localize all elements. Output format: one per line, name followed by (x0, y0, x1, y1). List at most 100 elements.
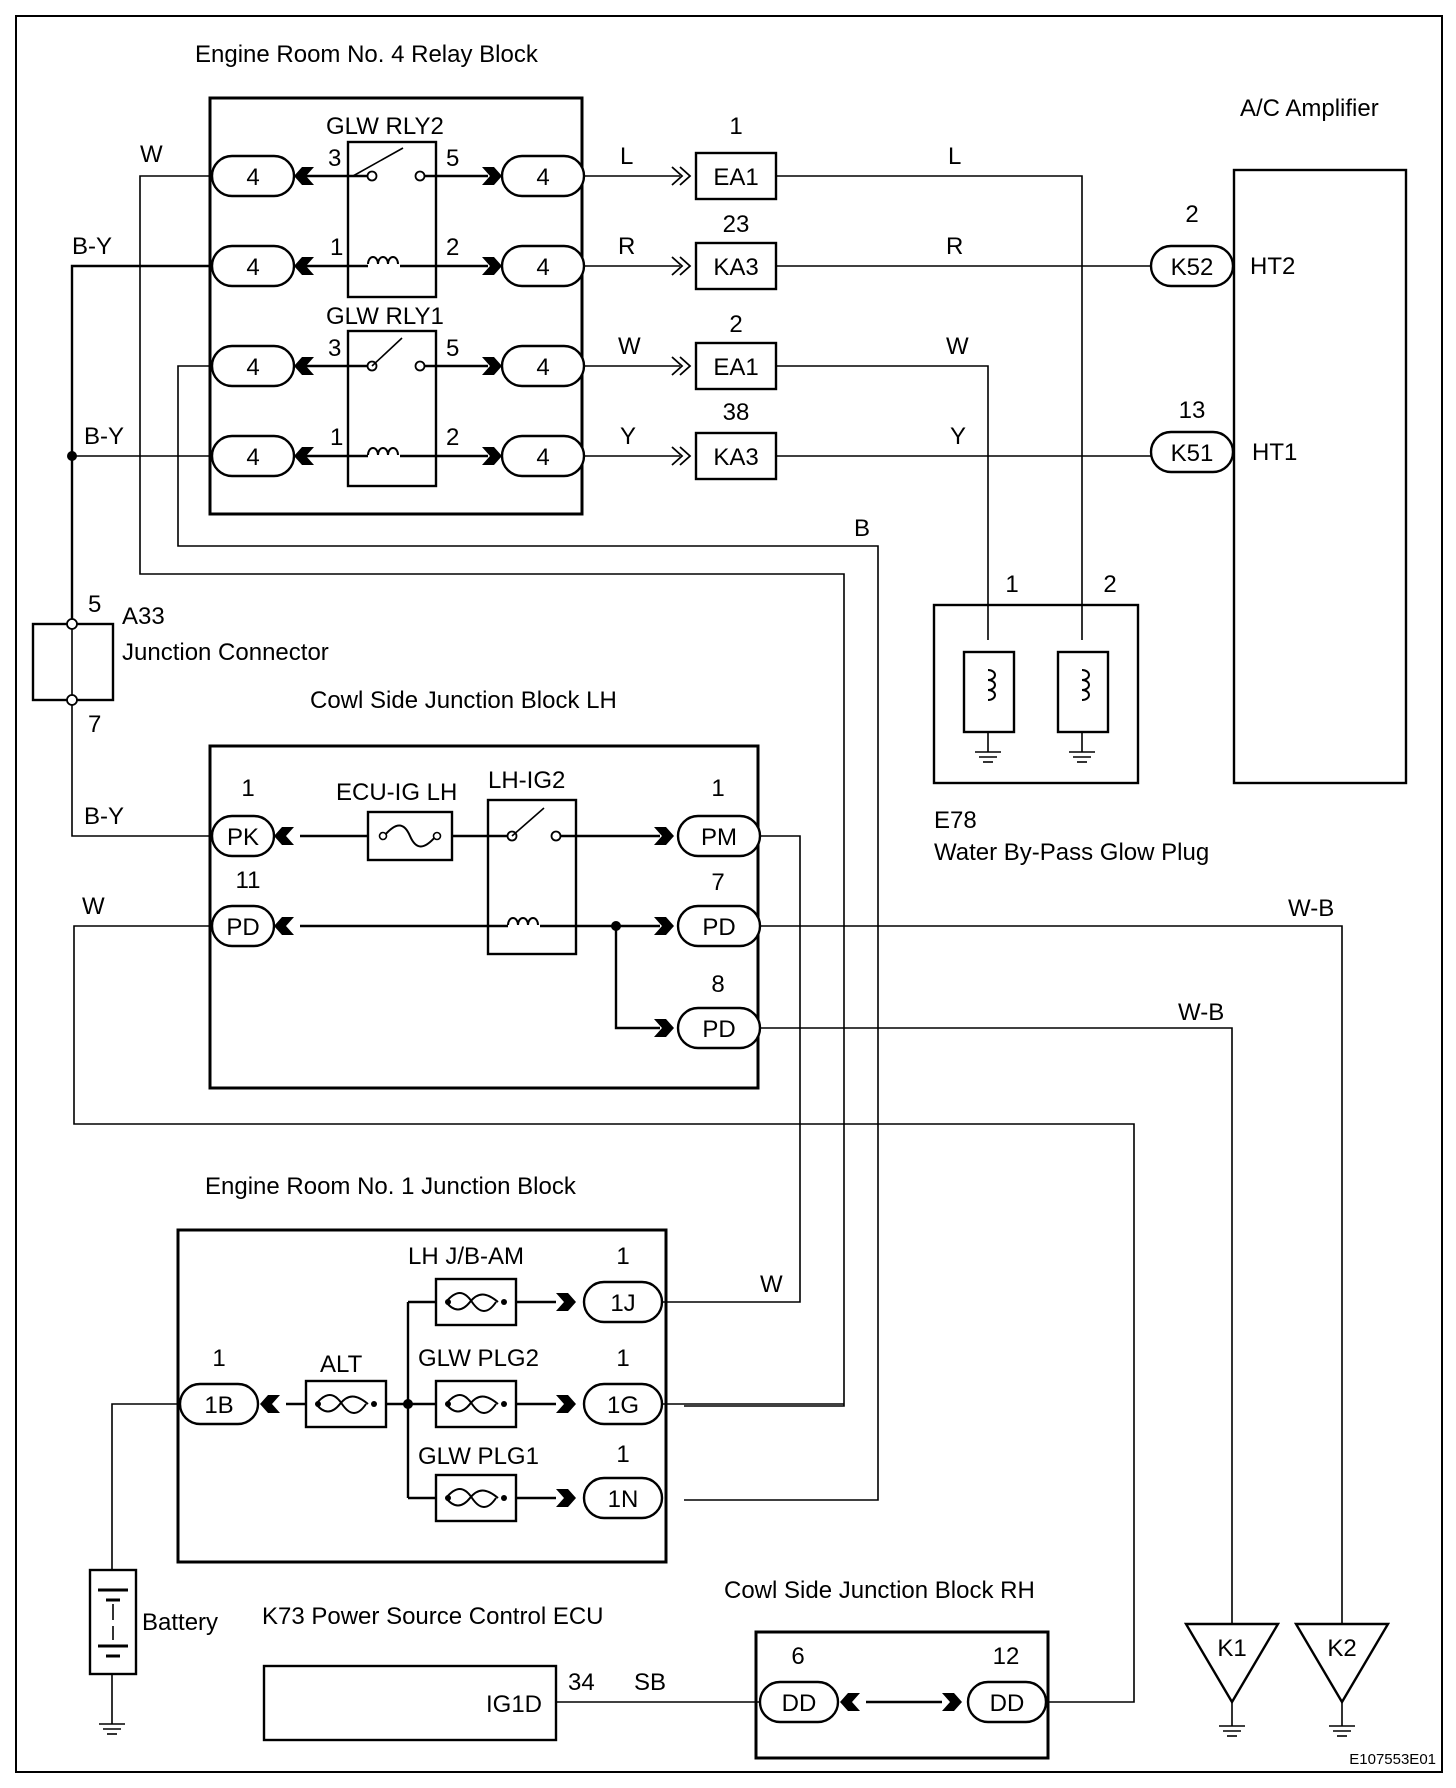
svg-text:4: 4 (536, 254, 549, 281)
glw-plg1-fuse (434, 1473, 518, 1523)
svg-text:PM: PM (701, 824, 737, 851)
svg-text:1: 1 (616, 1243, 629, 1270)
svg-text:KA3: KA3 (713, 254, 758, 281)
svg-text:2: 2 (446, 424, 459, 451)
lh-jb-am-fuse (434, 1277, 518, 1327)
svg-text:1: 1 (212, 1345, 225, 1372)
ecu-title: K73 Power Source Control ECU (262, 1603, 603, 1630)
svg-text:23: 23 (723, 211, 750, 238)
glow-plug-id: E78 (934, 807, 977, 834)
svg-text:4: 4 (246, 354, 259, 381)
er1-jb-title: Engine Room No. 1 Junction Block (205, 1173, 577, 1200)
svg-text:K52: K52 (1171, 254, 1214, 281)
svg-text:B-Y: B-Y (72, 233, 112, 260)
k2-ground-point (1293, 1622, 1391, 1705)
svg-text:4: 4 (246, 254, 259, 281)
svg-text:4: 4 (246, 444, 259, 471)
svg-text:4: 4 (246, 164, 259, 191)
cowl-lh-title: Cowl Side Junction Block LH (310, 687, 617, 714)
relay-right-connectors: 4 4 4 4 (500, 154, 586, 478)
svg-text:HT1: HT1 (1252, 439, 1297, 466)
svg-text:K2: K2 (1327, 1635, 1356, 1662)
svg-text:W: W (618, 333, 641, 360)
svg-text:1: 1 (616, 1345, 629, 1372)
svg-text:Y: Y (620, 423, 636, 450)
a33-name: Junction Connector (122, 639, 329, 666)
glow-plug-name: Water By-Pass Glow Plug (934, 839, 1209, 866)
svg-text:L: L (620, 143, 633, 170)
svg-text:B-Y: B-Y (84, 423, 124, 450)
battery-symbol (88, 1568, 138, 1676)
svg-text:1B: 1B (204, 1392, 233, 1419)
figure-id: E107553E01 (1349, 1751, 1436, 1768)
a33-junction-connector (31, 622, 115, 702)
svg-text:3: 3 (328, 335, 341, 362)
svg-text:HT2: HT2 (1250, 253, 1295, 280)
k51-connector (1149, 430, 1235, 474)
svg-text:7: 7 (711, 869, 724, 896)
glw-rly1-box (346, 329, 438, 488)
svg-text:2: 2 (1103, 571, 1116, 598)
svg-text:K1: K1 (1217, 1635, 1246, 1662)
alt-label: ALT (320, 1351, 363, 1378)
svg-text:3: 3 (328, 145, 341, 172)
svg-text:W: W (82, 893, 105, 920)
svg-text:1: 1 (616, 1441, 629, 1468)
svg-text:4: 4 (536, 354, 549, 381)
svg-text:L: L (948, 143, 961, 170)
glow-plug-box (932, 603, 1140, 785)
svg-text:38: 38 (723, 399, 750, 426)
svg-text:4: 4 (536, 444, 549, 471)
dd12-connector (966, 1680, 1048, 1724)
svg-text:8: 8 (711, 971, 724, 998)
svg-text:5: 5 (446, 335, 459, 362)
relay-block-title: Engine Room No. 4 Relay Block (195, 41, 539, 68)
svg-text:2: 2 (446, 234, 459, 261)
svg-text:1G: 1G (607, 1392, 639, 1419)
svg-text:SB: SB (634, 1669, 666, 1696)
svg-text:2: 2 (1185, 201, 1198, 228)
svg-text:34: 34 (568, 1669, 595, 1696)
svg-text:W-B: W-B (1178, 999, 1224, 1026)
dd6-connector (758, 1680, 840, 1724)
svg-text:1: 1 (729, 113, 742, 140)
svg-text:1: 1 (711, 775, 724, 802)
svg-text:7: 7 (88, 711, 101, 738)
alt-fuse (304, 1379, 388, 1429)
svg-text:R: R (618, 233, 635, 260)
svg-text:W-B: W-B (1288, 895, 1334, 922)
svg-text:EA1: EA1 (713, 164, 758, 191)
svg-text:1: 1 (330, 234, 343, 261)
svg-text:B: B (854, 515, 870, 542)
svg-text:4: 4 (536, 164, 549, 191)
svg-text:W: W (760, 1271, 783, 1298)
svg-text:EA1: EA1 (713, 354, 758, 381)
svg-text:K51: K51 (1171, 440, 1214, 467)
glw-plg1-label: GLW PLG1 (418, 1443, 539, 1470)
lh-ig2-relay (486, 798, 578, 956)
lh-jb-am-label: LH J/B-AM (408, 1243, 524, 1270)
glw-plg2-label: GLW PLG2 (418, 1345, 539, 1372)
ecu-ig-lh-label: ECU-IG LH (336, 779, 457, 806)
svg-text:B-Y: B-Y (84, 803, 124, 830)
svg-text:KA3: KA3 (713, 444, 758, 471)
a33-id: A33 (122, 603, 165, 630)
svg-text:W: W (140, 141, 163, 168)
glw-rly1-label: GLW RLY1 (326, 303, 444, 330)
page-frame (15, 15, 1443, 1773)
battery-label: Battery (142, 1609, 218, 1636)
svg-text:W: W (946, 333, 969, 360)
svg-text:R: R (946, 233, 963, 260)
svg-text:IG1D: IG1D (486, 1691, 542, 1718)
svg-text:1: 1 (1005, 571, 1018, 598)
svg-text:PD: PD (226, 914, 259, 941)
svg-text:1N: 1N (608, 1486, 639, 1513)
ac-amplifier-title: A/C Amplifier (1240, 95, 1379, 122)
ea1-ka3-connectors: EA1 KA3 EA1 KA3 1 23 2 38 (694, 113, 778, 481)
ecu-box (262, 1664, 558, 1742)
cowl-rh-box (754, 1630, 1050, 1760)
glw-rly2-label: GLW RLY2 (326, 113, 444, 140)
c1j-connector (582, 1280, 664, 1324)
svg-text:PD: PD (702, 914, 735, 941)
svg-text:1J: 1J (610, 1290, 635, 1317)
